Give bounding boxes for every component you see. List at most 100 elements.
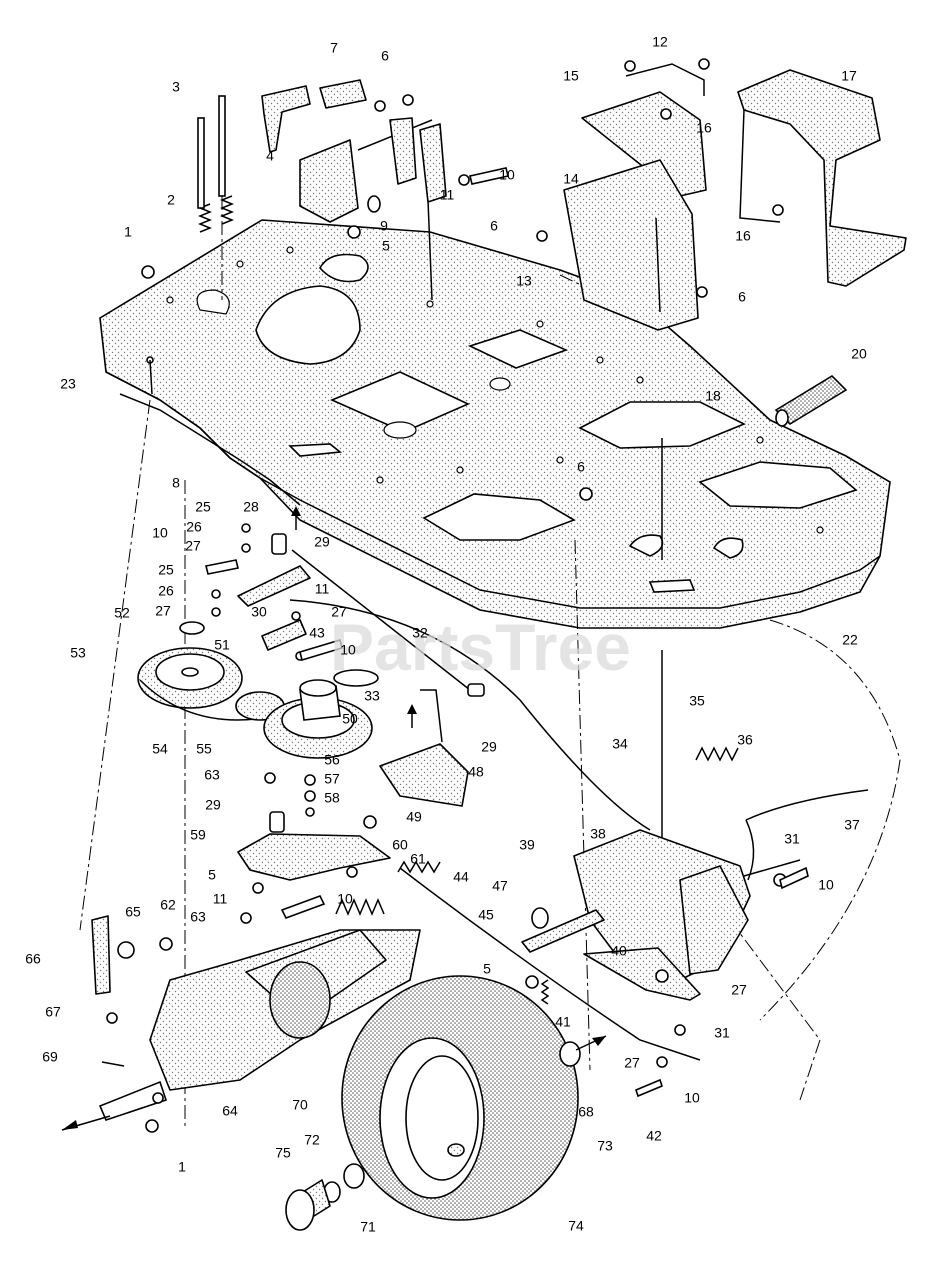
callout-7: 7 bbox=[330, 40, 338, 56]
pulleys bbox=[137, 621, 379, 759]
transaxle-part bbox=[61, 915, 421, 1133]
callout-66: 66 bbox=[25, 951, 41, 967]
callout-5: 5 bbox=[382, 238, 390, 254]
callout-10: 10 bbox=[684, 1090, 700, 1106]
callout-70: 70 bbox=[292, 1097, 308, 1113]
callout-29: 29 bbox=[314, 534, 330, 550]
callout-63: 63 bbox=[190, 909, 206, 925]
callout-4: 4 bbox=[266, 148, 274, 164]
brackets-mid bbox=[205, 523, 343, 662]
callout-52: 52 bbox=[114, 605, 130, 621]
callout-74: 74 bbox=[568, 1218, 584, 1234]
callout-62: 62 bbox=[160, 897, 176, 913]
callout-27: 27 bbox=[185, 538, 201, 554]
callout-36: 36 bbox=[737, 732, 753, 748]
rod-18 bbox=[579, 438, 663, 560]
callout-5: 5 bbox=[208, 867, 216, 883]
callout-29: 29 bbox=[481, 739, 497, 755]
frame-part bbox=[99, 219, 891, 629]
callout-53: 53 bbox=[70, 645, 86, 661]
callout-57: 57 bbox=[324, 771, 340, 787]
callout-16: 16 bbox=[735, 228, 751, 244]
springs-lower bbox=[335, 746, 739, 1005]
callout-10: 10 bbox=[818, 877, 834, 893]
callout-1: 1 bbox=[124, 224, 132, 240]
callout-26: 26 bbox=[158, 583, 174, 599]
callout-38: 38 bbox=[590, 826, 606, 842]
callout-41: 41 bbox=[555, 1014, 571, 1030]
callout-44: 44 bbox=[453, 869, 469, 885]
callout-55: 55 bbox=[196, 741, 212, 757]
callout-69: 69 bbox=[42, 1049, 58, 1065]
callout-56: 56 bbox=[324, 752, 340, 768]
callout-64: 64 bbox=[222, 1103, 238, 1119]
callout-34: 34 bbox=[612, 736, 628, 752]
callout-12: 12 bbox=[652, 34, 668, 50]
callout-51: 51 bbox=[214, 637, 230, 653]
callout-27: 27 bbox=[731, 982, 747, 998]
callout-40: 40 bbox=[611, 943, 627, 959]
callout-23: 23 bbox=[60, 376, 76, 392]
callout-17: 17 bbox=[841, 68, 857, 84]
callout-30: 30 bbox=[251, 604, 267, 620]
callout-11: 11 bbox=[315, 581, 330, 597]
callout-layer: 1123455566667891010101010101111111213141… bbox=[25, 34, 867, 1235]
plate-45-40 bbox=[521, 907, 701, 1098]
idler-bracket-59 bbox=[237, 772, 391, 924]
callout-14: 14 bbox=[563, 171, 579, 187]
callout-5: 5 bbox=[483, 961, 491, 977]
callout-61: 61 bbox=[410, 851, 426, 867]
callout-72: 72 bbox=[304, 1132, 320, 1148]
callout-22: 22 bbox=[842, 632, 858, 648]
wheel-part bbox=[285, 975, 607, 1231]
callout-43: 43 bbox=[309, 625, 325, 641]
callout-47: 47 bbox=[492, 878, 508, 894]
callout-75: 75 bbox=[275, 1145, 291, 1161]
callout-1: 1 bbox=[178, 1159, 186, 1175]
callout-48: 48 bbox=[468, 764, 484, 780]
callout-31: 31 bbox=[714, 1025, 730, 1041]
callout-35: 35 bbox=[689, 693, 705, 709]
dash-panel-part bbox=[536, 58, 710, 331]
callout-27: 27 bbox=[155, 603, 171, 619]
callout-73: 73 bbox=[597, 1138, 613, 1154]
shroud-part bbox=[737, 69, 907, 287]
callout-13: 13 bbox=[516, 273, 532, 289]
bracket-48 bbox=[363, 689, 469, 829]
callout-6: 6 bbox=[738, 289, 746, 305]
direction-arrows bbox=[291, 506, 417, 728]
callout-9: 9 bbox=[380, 218, 388, 234]
callout-31: 31 bbox=[784, 831, 800, 847]
shift-lever-part bbox=[261, 79, 447, 301]
callout-11: 11 bbox=[440, 187, 455, 203]
callout-10: 10 bbox=[337, 891, 353, 907]
callout-29: 29 bbox=[205, 797, 221, 813]
callout-68: 68 bbox=[578, 1104, 594, 1120]
callout-10: 10 bbox=[152, 525, 168, 541]
brake-bracket-39 bbox=[573, 819, 809, 981]
callout-50: 50 bbox=[342, 711, 358, 727]
callout-28: 28 bbox=[243, 499, 259, 515]
callout-6: 6 bbox=[577, 459, 585, 475]
callout-33: 33 bbox=[364, 688, 380, 704]
callout-45: 45 bbox=[478, 907, 494, 923]
callout-25: 25 bbox=[158, 562, 174, 578]
callout-2: 2 bbox=[167, 192, 175, 208]
callout-8: 8 bbox=[172, 475, 180, 491]
callout-20: 20 bbox=[851, 346, 867, 362]
grip-part bbox=[774, 374, 848, 427]
callout-27: 27 bbox=[624, 1055, 640, 1071]
callout-71: 71 bbox=[360, 1219, 376, 1235]
callout-6: 6 bbox=[490, 218, 498, 234]
callout-58: 58 bbox=[324, 790, 340, 806]
callout-18: 18 bbox=[705, 388, 721, 404]
watermark: PartsTree bbox=[330, 610, 631, 684]
callout-6: 6 bbox=[381, 48, 389, 64]
callout-3: 3 bbox=[172, 79, 180, 95]
callout-10: 10 bbox=[499, 167, 515, 183]
callout-60: 60 bbox=[392, 837, 408, 853]
callout-37: 37 bbox=[844, 817, 860, 833]
callout-27: 27 bbox=[331, 604, 347, 620]
